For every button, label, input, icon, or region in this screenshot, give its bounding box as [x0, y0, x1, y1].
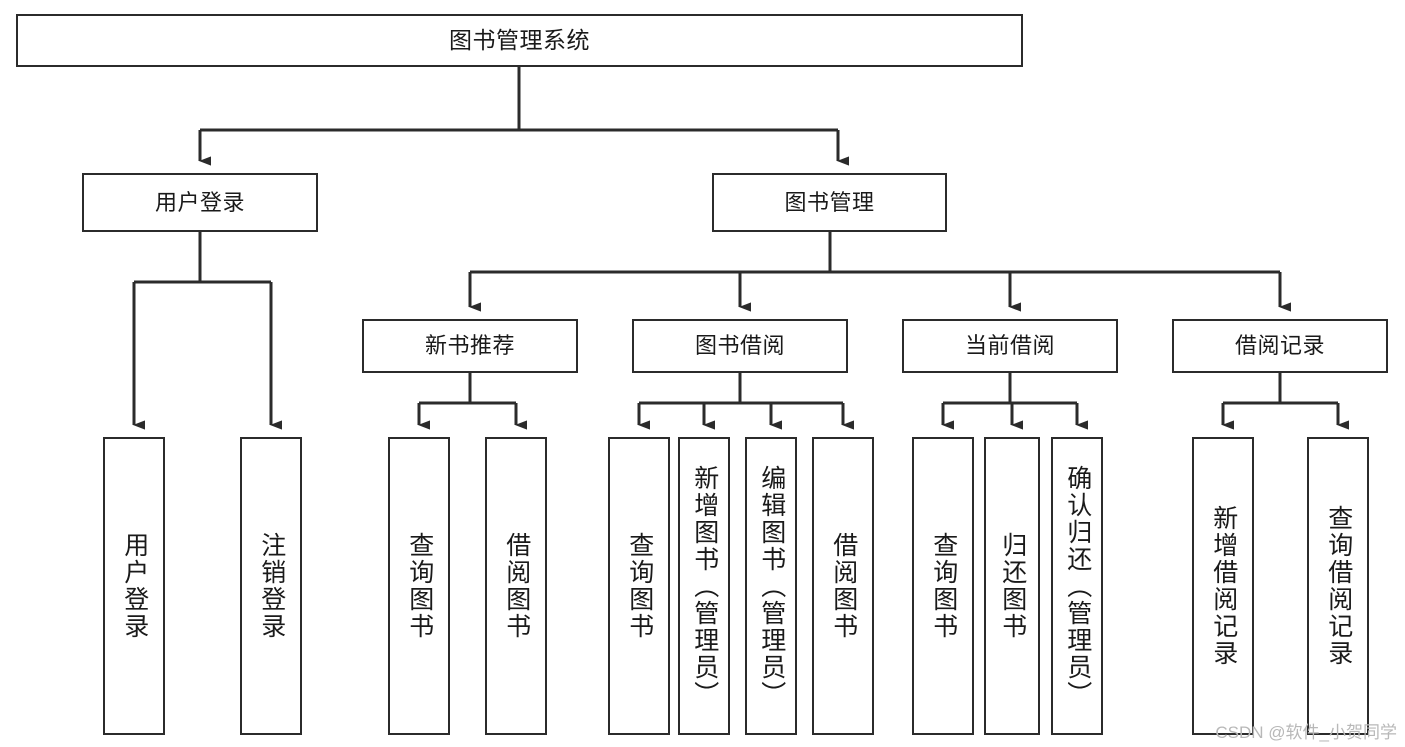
node-leaf-query-book-new[interactable]: 查询图书: [388, 437, 450, 735]
node-leaf-add-borrow-record[interactable]: 新增借阅记录: [1192, 437, 1254, 735]
node-label: 查询借阅记录: [1324, 505, 1353, 667]
node-leaf-user-logout[interactable]: 注销登录: [240, 437, 302, 735]
node-label: 新增借阅记录: [1209, 505, 1238, 667]
node-label: 编辑图书（管理员）: [757, 464, 786, 708]
node-user-login[interactable]: 用户登录: [82, 173, 318, 232]
node-leaf-confirm-return-admin[interactable]: 确认归还（管理员）: [1051, 437, 1103, 735]
node-label: 确认归还（管理员）: [1063, 464, 1092, 708]
node-label: 图书借阅: [694, 333, 785, 359]
node-leaf-borrow-book-new[interactable]: 借阅图书: [485, 437, 547, 735]
csdn-watermark: CSDN @软件_小贺同学: [1215, 723, 1397, 742]
node-leaf-add-book-admin[interactable]: 新增图书（管理员）: [678, 437, 730, 735]
node-label: 用户登录: [154, 189, 245, 215]
node-root-book-management-system[interactable]: 图书管理系统: [16, 14, 1023, 67]
node-leaf-borrow-book[interactable]: 借阅图书: [812, 437, 874, 735]
node-leaf-user-login[interactable]: 用户登录: [103, 437, 165, 735]
node-label: 查询图书: [929, 532, 958, 640]
node-label: 注销登录: [257, 532, 286, 640]
node-book-management[interactable]: 图书管理: [712, 173, 947, 232]
node-book-borrow[interactable]: 图书借阅: [632, 319, 848, 373]
node-label: 新书推荐: [424, 333, 515, 359]
node-current-borrow[interactable]: 当前借阅: [902, 319, 1118, 373]
node-leaf-query-book-borrow[interactable]: 查询图书: [608, 437, 670, 735]
node-leaf-edit-book-admin[interactable]: 编辑图书（管理员）: [745, 437, 797, 735]
node-label: 查询图书: [625, 532, 654, 640]
node-label: 图书管理系统: [449, 27, 590, 54]
node-label: 当前借阅: [964, 333, 1055, 359]
node-label: 借阅记录: [1234, 333, 1325, 359]
node-borrow-record[interactable]: 借阅记录: [1172, 319, 1388, 373]
node-label: 查询图书: [405, 532, 434, 640]
node-label: 借阅图书: [829, 532, 858, 640]
node-new-book-recommend[interactable]: 新书推荐: [362, 319, 578, 373]
node-label: 用户登录: [120, 532, 149, 640]
node-label: 借阅图书: [502, 532, 531, 640]
node-label: 新增图书（管理员）: [690, 464, 719, 708]
node-leaf-return-book[interactable]: 归还图书: [984, 437, 1040, 735]
node-label: 图书管理: [784, 189, 875, 215]
node-leaf-query-book-current[interactable]: 查询图书: [912, 437, 974, 735]
node-label: 归还图书: [998, 532, 1027, 640]
node-leaf-query-borrow-record[interactable]: 查询借阅记录: [1307, 437, 1369, 735]
